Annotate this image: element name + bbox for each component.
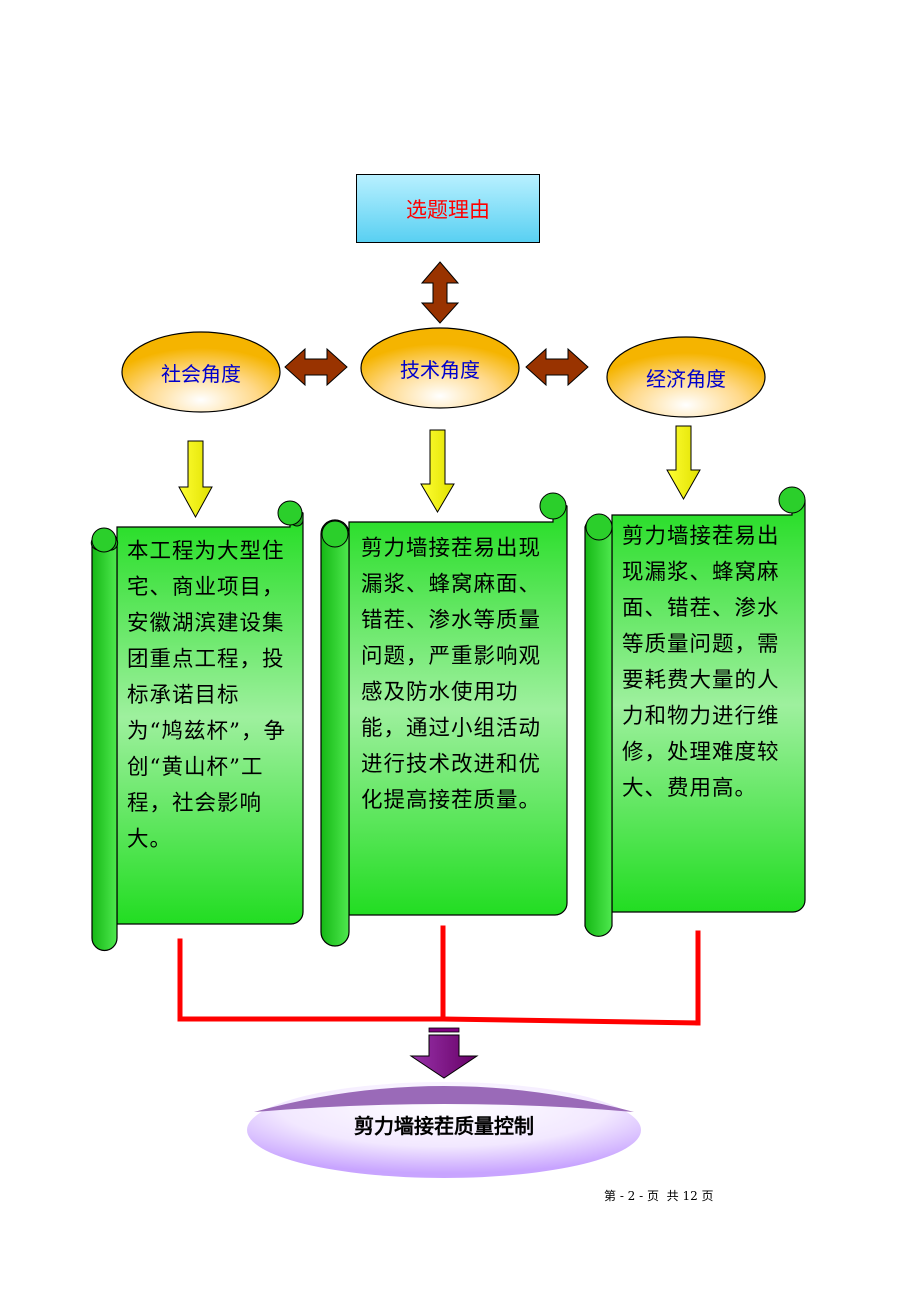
topic-reason-label: 选题理由 — [406, 197, 490, 222]
social-angle-label: 社会角度 — [161, 361, 241, 386]
economic-angle: 经济角度 — [607, 337, 765, 417]
double-arrow-right — [525, 347, 589, 387]
scroll-technical — [320, 492, 568, 947]
double-arrow-vertical — [420, 261, 460, 324]
double-arrow-left — [284, 347, 348, 387]
page-footer: 第 - 2 - 页 共 12 页 — [604, 1189, 714, 1203]
connector-lines — [177, 925, 701, 1026]
scroll-economic — [584, 486, 806, 937]
scroll-technical-text: 剪力墙接茬易出现漏浆、蜂窝麻面、错茬、渗水等质量问题，严重影响观感及防水使用功能… — [361, 536, 542, 813]
scroll-economic-text: 剪力墙接茬易出现漏浆、蜂窝麻面、错茬、渗水等质量问题，需要耗费大量的人力和物力进… — [622, 524, 780, 801]
result-arrow — [409, 1027, 479, 1079]
technical-angle-label: 技术角度 — [400, 357, 480, 382]
social-angle: 社会角度 — [122, 332, 280, 412]
down-arrow-technical — [420, 429, 455, 513]
down-arrow-economic — [666, 425, 701, 501]
economic-angle-label: 经济角度 — [646, 366, 726, 391]
ellipse-social — [121, 331, 281, 413]
ellipse-economic — [606, 336, 766, 418]
topic-reason-box: 选题理由 — [356, 174, 540, 243]
scroll-social-text: 本工程为大型住宅、商业项目，安徽湖滨建设集团重点工程，投标承诺目标为“鸠兹杯”，… — [127, 539, 286, 852]
scroll-social — [90, 500, 304, 952]
down-arrow-social — [178, 440, 213, 519]
ellipse-technical — [360, 327, 520, 409]
technical-angle: 技术角度 — [361, 328, 519, 408]
result-ellipse — [247, 1082, 641, 1178]
result-title: 剪力墙接茬质量控制 — [354, 1113, 534, 1138]
